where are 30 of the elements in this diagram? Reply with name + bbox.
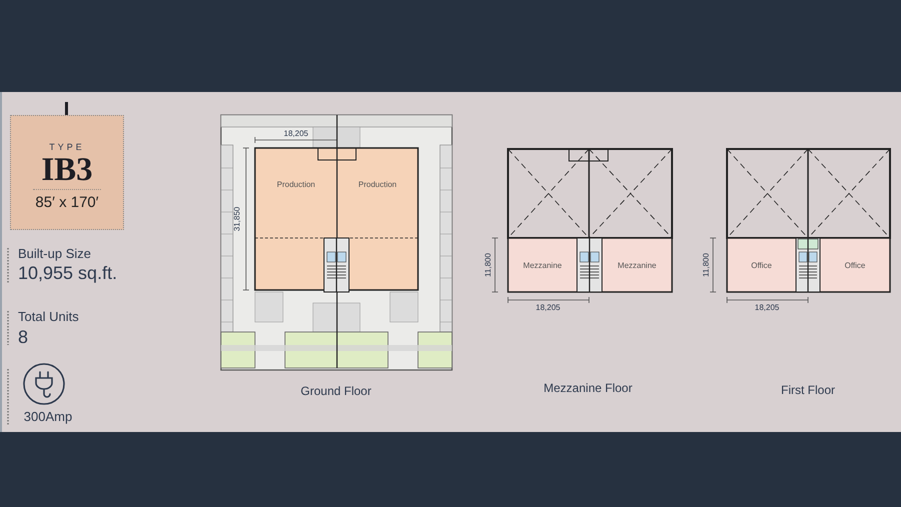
dimension-text: 11,800 xyxy=(702,253,712,277)
plot-size: 85′ x 170′ xyxy=(35,194,99,211)
room-name: Mezzanine xyxy=(523,260,562,270)
room-area xyxy=(508,238,577,292)
room-area xyxy=(337,148,418,290)
dimension-text: 31,850 xyxy=(234,206,242,232)
room-area xyxy=(820,238,890,292)
room-area xyxy=(602,238,672,292)
power-rating: 300Amp xyxy=(24,410,72,424)
type-code: IB3 xyxy=(33,153,101,190)
room-name: Mezzanine xyxy=(618,260,656,270)
spec-label: Built-up Size xyxy=(18,247,91,262)
room-area xyxy=(727,238,796,292)
floor-caption: Mezzanine Floor xyxy=(544,382,632,396)
floor-caption: First Floor xyxy=(781,384,835,398)
spec-value: 8 xyxy=(18,328,28,348)
type-card xyxy=(10,115,124,230)
dimension-text: 18,205 xyxy=(754,304,780,313)
room-name: Office xyxy=(844,260,866,270)
dimension-text: 11,800 xyxy=(484,253,494,277)
dimension-text: 18,205 xyxy=(284,130,308,139)
dimension-text: 18,205 xyxy=(536,304,560,313)
spec-label: Total Units xyxy=(18,310,79,324)
room-name: Office xyxy=(751,260,772,270)
type-kicker: TYPE xyxy=(49,142,85,153)
floor-caption: Ground Floor xyxy=(300,385,372,398)
room-name: Production xyxy=(276,180,316,189)
spec-value: 10,955 sq.ft. xyxy=(18,264,118,284)
room-area xyxy=(255,148,337,290)
room-name: Production xyxy=(358,180,397,189)
